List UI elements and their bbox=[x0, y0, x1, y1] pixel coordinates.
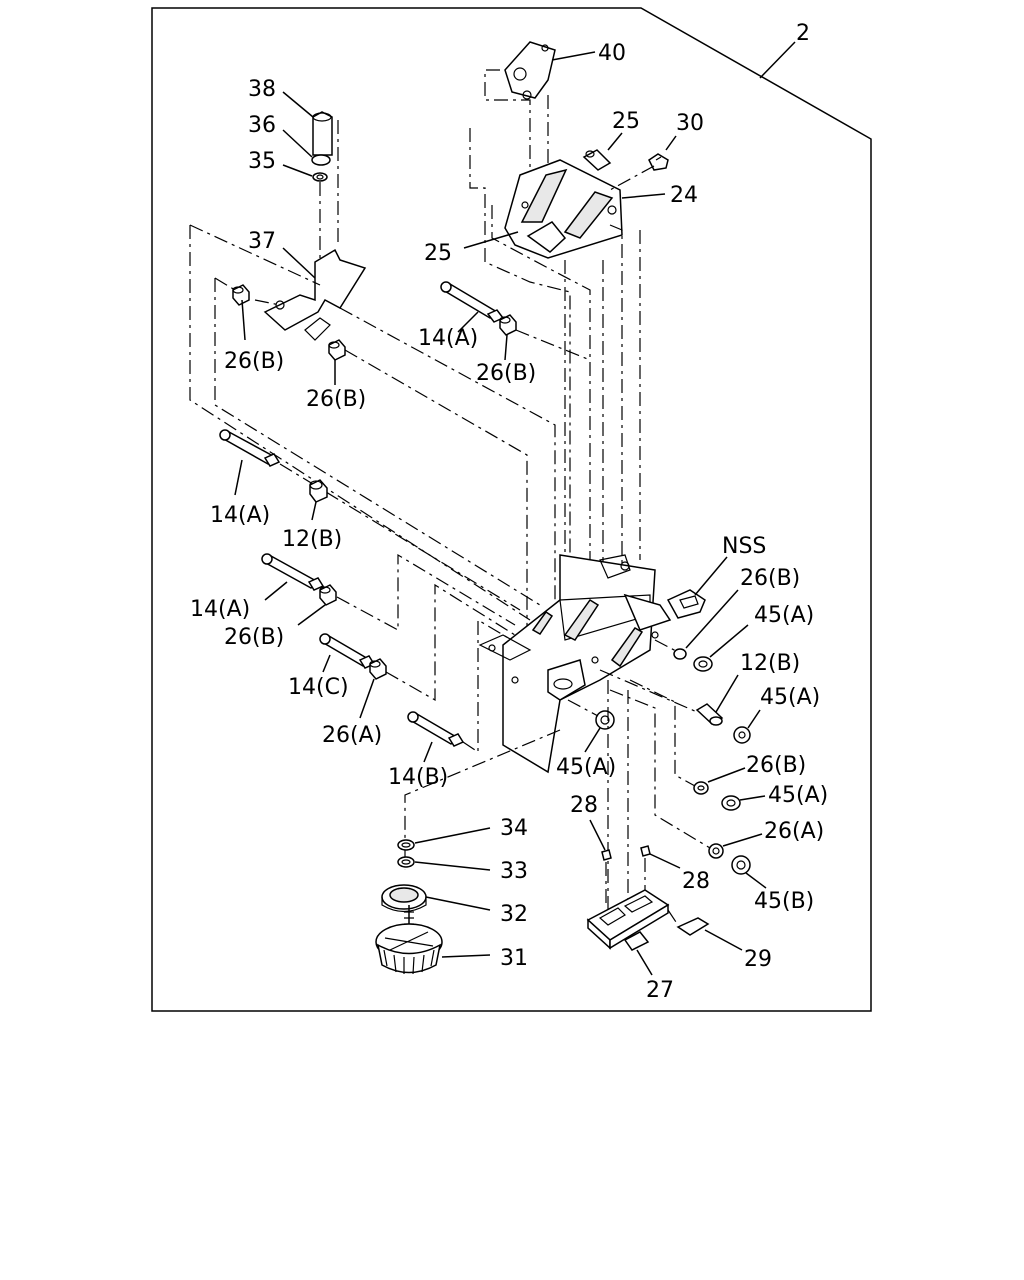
bracket-part-24 bbox=[504, 159, 623, 259]
ring-part-36 bbox=[311, 154, 331, 166]
callout-45a-right1: 45(A) bbox=[754, 603, 814, 628]
bushing-part-26b-b bbox=[328, 339, 346, 361]
callout-36: 36 bbox=[248, 113, 276, 138]
pin-part-25-top bbox=[582, 149, 612, 171]
clip-part-29 bbox=[676, 917, 710, 936]
bushing-part-26b-a bbox=[232, 284, 250, 306]
washer-part-45a-middle bbox=[595, 710, 615, 730]
pin-part-14a-upper bbox=[440, 281, 505, 323]
callout-26a-left: 26(A) bbox=[322, 723, 382, 748]
callout-31: 31 bbox=[500, 946, 528, 971]
pin-part-14c bbox=[319, 633, 376, 669]
callout-27: 27 bbox=[646, 978, 674, 1003]
callout-26b-upper-right: 26(B) bbox=[476, 361, 536, 386]
callout-14a-lower: 14(A) bbox=[190, 597, 250, 622]
callout-24: 24 bbox=[670, 183, 698, 208]
washer-part-45a-right1 bbox=[693, 656, 713, 672]
bushing-part-12b-left bbox=[309, 479, 328, 503]
callout-12b-left: 12(B) bbox=[282, 527, 342, 552]
nss-tab bbox=[666, 589, 706, 619]
line-40 bbox=[484, 69, 531, 222]
callout-45b: 45(B) bbox=[754, 889, 814, 914]
callout-26b-upper-left: 26(B) bbox=[224, 349, 284, 374]
callout-34: 34 bbox=[500, 816, 528, 841]
washer-part-33 bbox=[397, 856, 415, 868]
cap-part-32 bbox=[381, 884, 427, 913]
callout-32: 32 bbox=[500, 902, 528, 927]
clip-part-28-left bbox=[601, 849, 612, 861]
callout-37: 37 bbox=[248, 229, 276, 254]
callout-14a-left: 14(A) bbox=[210, 503, 270, 528]
callout-45a-middle: 45(A) bbox=[556, 755, 616, 780]
washer-part-35 bbox=[312, 172, 328, 182]
washer-part-45a-right2 bbox=[733, 726, 751, 744]
callout-14c: 14(C) bbox=[288, 675, 349, 700]
bushing-part-26b-d bbox=[319, 584, 337, 606]
callout-26a-right: 26(A) bbox=[764, 819, 824, 844]
callout-14b: 14(B) bbox=[388, 765, 448, 790]
callout-nss: NSS bbox=[722, 534, 766, 559]
sleeve-part-38 bbox=[312, 111, 333, 156]
bushing-part-26b-right2 bbox=[693, 781, 709, 795]
callout-28-left: 28 bbox=[570, 793, 598, 818]
pin-part-14a-lower bbox=[261, 553, 325, 591]
leveler-foot-part-31 bbox=[375, 905, 443, 975]
callout-26b-lower: 26(B) bbox=[224, 625, 284, 650]
bushing-part-26b-right1 bbox=[673, 648, 687, 660]
callout-26b-right1: 26(B) bbox=[740, 566, 800, 591]
callout-28-right: 28 bbox=[682, 869, 710, 894]
callout-26b-mid: 26(B) bbox=[306, 387, 366, 412]
diagram-frame bbox=[151, 7, 872, 1012]
callout-38: 38 bbox=[248, 77, 276, 102]
callout-2: 2 bbox=[796, 21, 810, 46]
callout-30: 30 bbox=[676, 111, 704, 136]
callout-33: 33 bbox=[500, 859, 528, 884]
bushing-part-12b-right bbox=[695, 703, 724, 726]
callout-12b-right: 12(B) bbox=[740, 651, 800, 676]
arm-part-37 bbox=[263, 248, 367, 341]
clip-part-28-right bbox=[640, 845, 651, 857]
callout-25-mid: 25 bbox=[424, 241, 452, 266]
washer-part-45a-right3 bbox=[721, 795, 741, 811]
callout-45a-right2: 45(A) bbox=[760, 685, 820, 710]
leader-2 bbox=[759, 41, 796, 79]
callout-35: 35 bbox=[248, 149, 276, 174]
bushing-part-26a-right bbox=[708, 843, 724, 859]
callout-14a-upper: 14(A) bbox=[418, 326, 478, 351]
bushing-part-26a-left bbox=[369, 658, 387, 680]
washer-part-45b bbox=[731, 855, 751, 875]
callout-26b-right2: 26(B) bbox=[746, 753, 806, 778]
callout-29: 29 bbox=[744, 947, 772, 972]
callout-25-top: 25 bbox=[612, 109, 640, 134]
washer-part-34 bbox=[397, 839, 415, 851]
base-part-27 bbox=[586, 889, 670, 951]
main-frame-lower bbox=[478, 554, 672, 774]
hinge-part-40 bbox=[504, 41, 596, 100]
pin-part-14a-left bbox=[219, 429, 281, 467]
callout-40: 40 bbox=[598, 41, 626, 66]
callout-45a-right3: 45(A) bbox=[768, 783, 828, 808]
bushing-part-26b-c bbox=[499, 314, 517, 336]
pin-part-14b bbox=[407, 711, 465, 747]
